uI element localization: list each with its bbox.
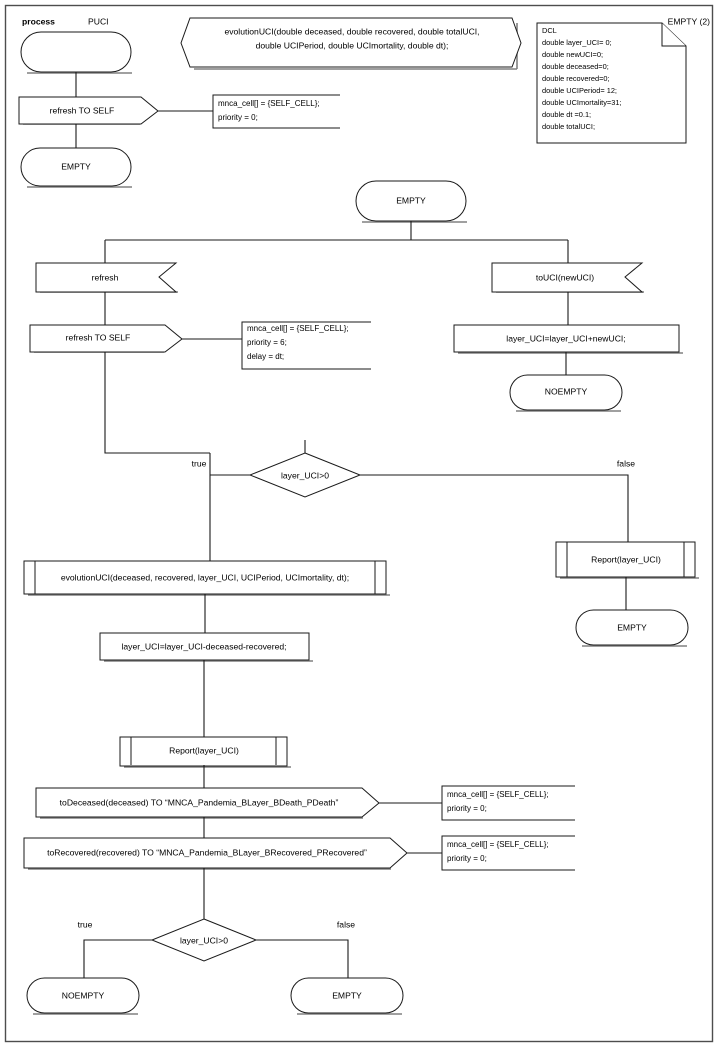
- connector-decision-top-true: [209, 453, 250, 561]
- declaration-line-3: double recovered=0;: [542, 74, 610, 83]
- start-output-label: refresh TO SELF: [50, 105, 115, 115]
- left-output-label: refresh TO SELF: [66, 332, 131, 342]
- output-deceased-comment-line-0: mnca_cell[] = {SELF_CELL};: [447, 790, 549, 799]
- decision-bottom-true-label: true: [78, 919, 93, 929]
- output-deceased-label: toDeceased(deceased) TO “MNCA_Pandemia_B…: [60, 797, 339, 807]
- output-deceased-shape: [35, 787, 380, 819]
- main-state-shape: [355, 180, 467, 223]
- procedure-signature-shape: [180, 17, 522, 70]
- connector-left-output-to-decision: [104, 352, 210, 454]
- false-end-state-label: EMPTY: [617, 622, 647, 632]
- process-name-label: PUCI: [88, 16, 109, 26]
- connector-decision-bottom-true: [83, 939, 152, 978]
- left-output-comment-shape: [241, 321, 371, 370]
- start-state-shape: [20, 31, 132, 74]
- declaration-line-6: double dt =0.1;: [542, 110, 591, 119]
- connector-main-state-split: [104, 221, 569, 263]
- start-output-comment-shape: [212, 94, 340, 129]
- right-input-label: toUCI(newUCI): [536, 272, 594, 282]
- declaration-note-shape: [536, 22, 687, 144]
- bottom-false-state-label: EMPTY: [332, 990, 362, 1000]
- output-deceased-comment-line-1: priority = 0;: [447, 804, 487, 813]
- true-procedure-call-shape: [23, 560, 390, 596]
- right-state-shape: [509, 374, 623, 412]
- true-report-call-shape: [119, 736, 291, 768]
- decision-top-true-label: true: [192, 458, 207, 468]
- procedure-signature-line2: double UCIPeriod, double UCImortality, d…: [256, 40, 449, 50]
- decision-top-condition: layer_UCI>0: [281, 470, 329, 480]
- bottom-true-state-shape: [26, 977, 140, 1015]
- true-report-call-label: Report(layer_UCI): [169, 745, 239, 755]
- left-input-label: refresh: [92, 272, 119, 282]
- false-end-state-shape: [575, 609, 689, 647]
- true-task-label: layer_UCI=layer_UCI-deceased-recovered;: [121, 641, 286, 651]
- process-keyword-label: process: [22, 16, 55, 26]
- procedure-signature-line1: evolutionUCI(double deceased, double rec…: [224, 26, 479, 36]
- output-recovered-shape: [23, 837, 408, 870]
- declaration-line-1: double newUCI=0;: [542, 50, 603, 59]
- start-output-comment-line-1: priority = 0;: [218, 113, 258, 122]
- start-next-state-shape: [20, 147, 132, 188]
- start-output-shape: [18, 96, 159, 125]
- main-state-label: EMPTY: [396, 195, 426, 205]
- left-output-comment-line-1: priority = 6;: [247, 338, 287, 347]
- left-output-shape: [29, 324, 183, 353]
- declaration-title: DCL: [542, 26, 557, 35]
- bottom-false-state-shape: [290, 977, 404, 1015]
- left-output-comment-line-2: delay = dt;: [247, 352, 284, 361]
- right-task-label: layer_UCI=layer_UCI+newUCI;: [506, 333, 625, 343]
- decision-bottom-condition: layer_UCI>0: [180, 935, 228, 945]
- right-state-label: NOEMPTY: [545, 386, 588, 396]
- declaration-line-7: double totalUCI;: [542, 122, 595, 131]
- decision-top-false-label: false: [617, 458, 635, 468]
- declaration-line-4: double UCIPeriod= 12;: [542, 86, 617, 95]
- output-recovered-label: toRecovered(recovered) TO “MNCA_Pandemia…: [47, 847, 367, 857]
- left-input-shape: [35, 262, 178, 293]
- decision-bottom-shape: [150, 918, 258, 962]
- true-procedure-call-label: evolutionUCI(deceased, recovered, layer_…: [61, 572, 349, 582]
- declaration-line-0: double layer_UCI= 0;: [542, 38, 612, 47]
- state-ref-label: EMPTY (2): [668, 16, 710, 26]
- false-report-call-label: Report(layer_UCI): [591, 554, 661, 564]
- page-frame: [4, 4, 714, 1043]
- output-recovered-comment-shape: [441, 835, 575, 871]
- bottom-true-state-label: NOEMPTY: [62, 990, 105, 1000]
- start-next-state-label: EMPTY: [61, 161, 91, 171]
- left-output-comment-line-0: mnca_cell[] = {SELF_CELL};: [247, 324, 349, 333]
- declaration-line-5: double UCImortality=31;: [542, 98, 622, 107]
- right-input-shape: [491, 262, 644, 293]
- start-output-comment-line-0: mnca_cell[] = {SELF_CELL};: [218, 99, 320, 108]
- output-recovered-comment-line-0: mnca_cell[] = {SELF_CELL};: [447, 840, 549, 849]
- output-deceased-comment-shape: [441, 785, 575, 821]
- true-task-shape: [99, 632, 313, 662]
- connector-decision-top-false: [360, 474, 629, 542]
- decision-bottom-false-label: false: [337, 919, 355, 929]
- output-recovered-comment-line-1: priority = 0;: [447, 854, 487, 863]
- connector-decision-bottom-false: [256, 939, 349, 978]
- right-task-shape: [453, 324, 683, 354]
- declaration-line-2: double deceased=0;: [542, 62, 609, 71]
- decision-top-shape: [248, 452, 362, 498]
